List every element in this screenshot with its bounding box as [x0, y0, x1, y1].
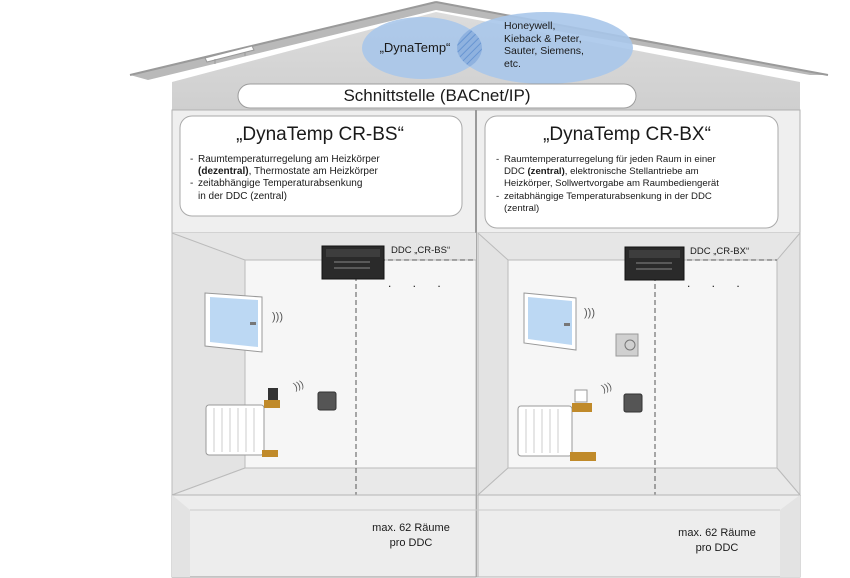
wireless-signal-icon: ))): [600, 381, 613, 395]
interface-label: Schnittstelle (BACnet/IP): [343, 86, 531, 105]
room-sensor-left: [317, 391, 337, 411]
wireless-signal-icon: ))): [584, 307, 595, 319]
list-item: -Raumtemperaturregelung am Heizkörper(de…: [190, 154, 380, 178]
wireless-signal-icon: ))): [292, 379, 305, 393]
room-left: ))) ))): [171, 232, 477, 513]
lower-floor: [171, 494, 801, 578]
venn-left-label: „DynaTemp“: [379, 40, 451, 55]
window-left: [204, 292, 263, 353]
room-sensor-right: [623, 393, 643, 413]
interface-bar: [237, 83, 637, 109]
ddc-label-right: DDC „CR-BX“: [690, 246, 750, 257]
ddc-controller-right: [624, 246, 685, 281]
list-item: -Raumtemperaturregelung für jeden Raum i…: [496, 154, 719, 190]
capacity-label-left: max. 62 Räume pro DDC: [372, 522, 450, 549]
info-box-right: [484, 115, 779, 229]
left-box-title: „DynaTemp CR-BS“: [236, 124, 404, 145]
radiator-right: [517, 405, 573, 457]
continuation-dots-right: . . .: [687, 276, 749, 290]
window-right: [523, 292, 577, 351]
ddc-label-left: DDC „CR-BS“: [391, 245, 451, 256]
ddc-controller-left: [321, 245, 385, 280]
list-item: -zeitabhängige Temperaturabsenkung in de…: [496, 190, 712, 214]
radiator-left: [205, 404, 265, 456]
wireless-signal-icon: ))): [272, 311, 283, 323]
room-right: ))) ))): [476, 231, 802, 513]
capacity-label-right: max. 62 Räume pro DDC: [678, 527, 756, 554]
solar-panel-icon: [204, 45, 255, 64]
continuation-dots-left: . . .: [388, 276, 450, 290]
left-box-description: -Raumtemperaturregelung am Heizkörper(de…: [190, 154, 462, 203]
info-box-left: [179, 115, 463, 217]
right-box-description: -Raumtemperaturregelung für jeden Raum i…: [496, 154, 768, 215]
venn-diagram: [362, 12, 633, 84]
actuator-valve-right: [570, 389, 596, 461]
right-box-title: „DynaTemp CR-BX“: [543, 124, 711, 145]
venn-right-label: Honeywell, Kieback & Peter, Sauter, Siem…: [504, 20, 584, 70]
room-control-unit: [615, 333, 639, 357]
thermostat-valve-left: [262, 388, 280, 457]
